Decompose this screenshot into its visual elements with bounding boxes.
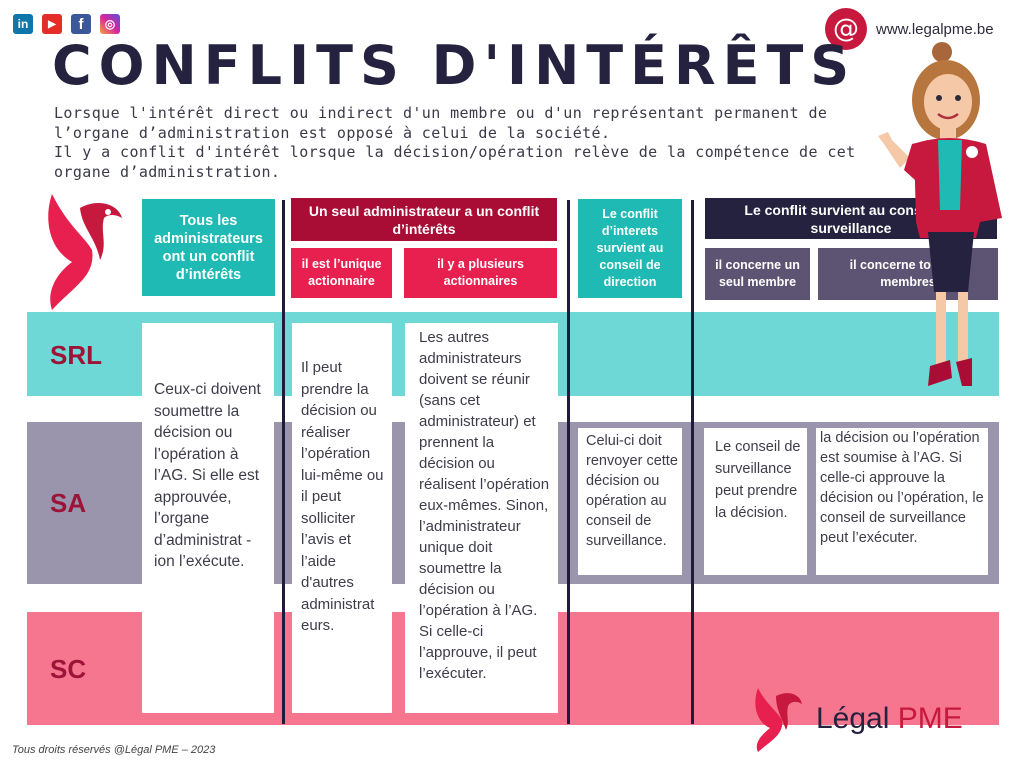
- brand-swan-icon: [755, 688, 802, 752]
- separator-line: [567, 200, 570, 724]
- header-single-admin: Un seul administrateur a un conflit d’in…: [291, 198, 557, 241]
- youtube-icon[interactable]: ▶: [42, 14, 62, 34]
- cell-all-members: la décision ou l’opération est soumise à…: [816, 428, 988, 575]
- brand-pme: PME: [897, 702, 963, 735]
- brand-name: Légal: [816, 702, 890, 735]
- header-multiple-shareholders: il y a plusieurs actionnaires: [404, 248, 557, 298]
- separator-line: [691, 200, 694, 724]
- copyright-footer: Tous droits réservés @Légal PME – 2023: [12, 744, 216, 756]
- row-label-sa: SA: [50, 488, 87, 518]
- header-management-board: Le conflit d’interets survient au consei…: [578, 199, 682, 298]
- instagram-icon[interactable]: ◎: [100, 14, 120, 34]
- separator-line: [282, 200, 285, 724]
- presenter-illustration: [878, 42, 1002, 386]
- page-title: CONFLITS D'INTÉRÊTS: [52, 34, 857, 97]
- cell-management-board: Celui-ci doit renvoyer cette décision ou…: [578, 428, 682, 575]
- intro-line-2: Il y a conflit d'intérêt lorsque la déci…: [54, 143, 856, 181]
- cell-all-admins: Ceux-ci doivent soumettre la décision ou…: [142, 323, 274, 713]
- intro-text: Lorsque l'intérêt direct ou indirect d'u…: [54, 104, 874, 182]
- swan-logo-icon: [48, 194, 122, 310]
- linkedin-icon[interactable]: in: [13, 14, 33, 34]
- brand-logo-text[interactable]: Légal PME: [816, 702, 963, 736]
- cell-multiple-shareholders: Les autres administrateurs doivent se ré…: [405, 323, 558, 713]
- website-link[interactable]: www.legalpme.be: [876, 21, 994, 38]
- email-at-icon[interactable]: @: [825, 8, 867, 50]
- facebook-icon[interactable]: f: [71, 14, 91, 34]
- cell-one-member: Le conseil de surveillance peut prendre …: [704, 428, 807, 575]
- header-one-member: il concerne un seul membre: [705, 248, 810, 300]
- header-all-admins: Tous les administrateurs ont un conflit …: [142, 199, 275, 296]
- row-label-srl: SRL: [50, 340, 102, 370]
- intro-line-1: Lorsque l'intérêt direct ou indirect d'u…: [54, 104, 828, 142]
- row-label-sc: SC: [50, 654, 87, 684]
- header-sole-shareholder: il est l’unique actionnaire: [291, 248, 392, 298]
- cell-sole-shareholder: Il peut prendre la décision ou réaliser …: [292, 323, 392, 713]
